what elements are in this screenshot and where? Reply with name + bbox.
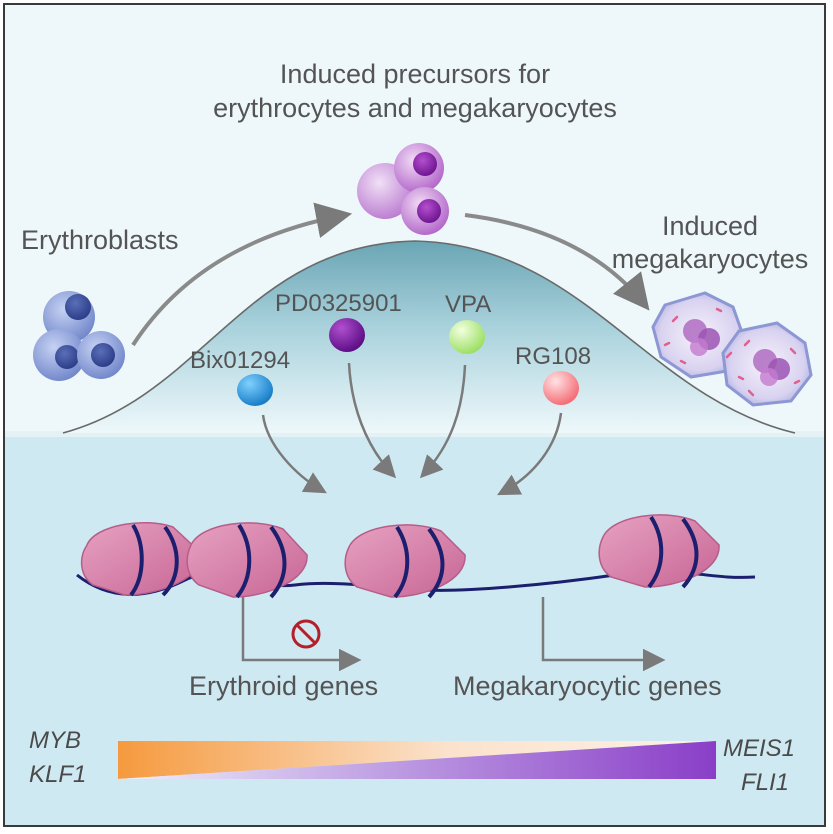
nucleosome xyxy=(186,522,308,599)
compound-label-rg108: RG108 xyxy=(515,343,592,370)
precursor-nucleus xyxy=(417,199,441,223)
graphical-abstract: Induced precursors for erythrocytes and … xyxy=(3,3,826,827)
compound-ball-pd0325901 xyxy=(329,318,365,352)
arrow-to-megakaryocytes xyxy=(464,213,650,311)
title: Induced precursors for erythrocytes and … xyxy=(205,57,625,125)
precursor-nucleus xyxy=(413,152,437,176)
erythroblast-nucleus xyxy=(55,345,79,369)
arrow-pd0325901 xyxy=(347,362,397,479)
title-line2: erythrocytes and megakaryocytes xyxy=(213,93,617,123)
nucleosome xyxy=(80,521,202,597)
panel-divider xyxy=(5,431,824,437)
arrow-rg108 xyxy=(497,412,563,496)
inhibition-icon xyxy=(291,619,321,649)
megakaryocytes-label-line1: Induced xyxy=(661,211,759,241)
precursor-cluster xyxy=(357,143,449,235)
hill-outline xyxy=(62,240,796,434)
title-line1: Induced precursors for xyxy=(279,59,551,89)
compound-ball-vpa xyxy=(449,320,485,354)
megakaryocytic-genes-label: Megakaryocytic genes xyxy=(453,671,722,701)
megakaryocytes-label-line2: megakaryocytes xyxy=(611,244,809,274)
nucleosome xyxy=(344,524,466,599)
megakaryocyte-nucleus xyxy=(760,368,778,386)
megakaryocytic-gene-arrow xyxy=(541,597,666,672)
erythroid-gene-arrow xyxy=(241,597,362,672)
compound-label-bix01294: Bix01294 xyxy=(190,347,291,374)
compound-ball-rg108 xyxy=(543,371,579,405)
marker-myb: MYB xyxy=(29,727,82,754)
erythroblast-nucleus xyxy=(91,343,115,367)
arrow-bix01294 xyxy=(261,414,327,494)
arrow-vpa xyxy=(419,364,467,479)
compound-ball-bix01294 xyxy=(237,374,273,406)
marker-meis1: MEIS1 xyxy=(723,735,796,762)
granules xyxy=(663,307,801,397)
compound-label-pd0325901: PD0325901 xyxy=(275,290,402,317)
arrow-to-precursors xyxy=(131,202,353,347)
diagram-canvas xyxy=(5,5,824,825)
erythroblasts-label: Erythroblasts xyxy=(21,225,179,255)
marker-klf1: KLF1 xyxy=(29,761,87,788)
erythroblast-cluster xyxy=(33,291,125,381)
megakaryocytes-label: Induced megakaryocytes xyxy=(605,210,815,276)
marker-fli1: FLI1 xyxy=(741,769,790,796)
erythroid-genes-label: Erythroid genes xyxy=(189,671,379,701)
erythroblast-nucleus xyxy=(65,294,91,320)
megakaryocytic-gradient-wedge xyxy=(118,741,716,779)
megakaryocyte-cluster xyxy=(651,291,813,407)
megakaryocyte-nucleus xyxy=(690,338,708,356)
compound-label-vpa: VPA xyxy=(445,291,492,318)
nucleosome xyxy=(598,514,720,589)
